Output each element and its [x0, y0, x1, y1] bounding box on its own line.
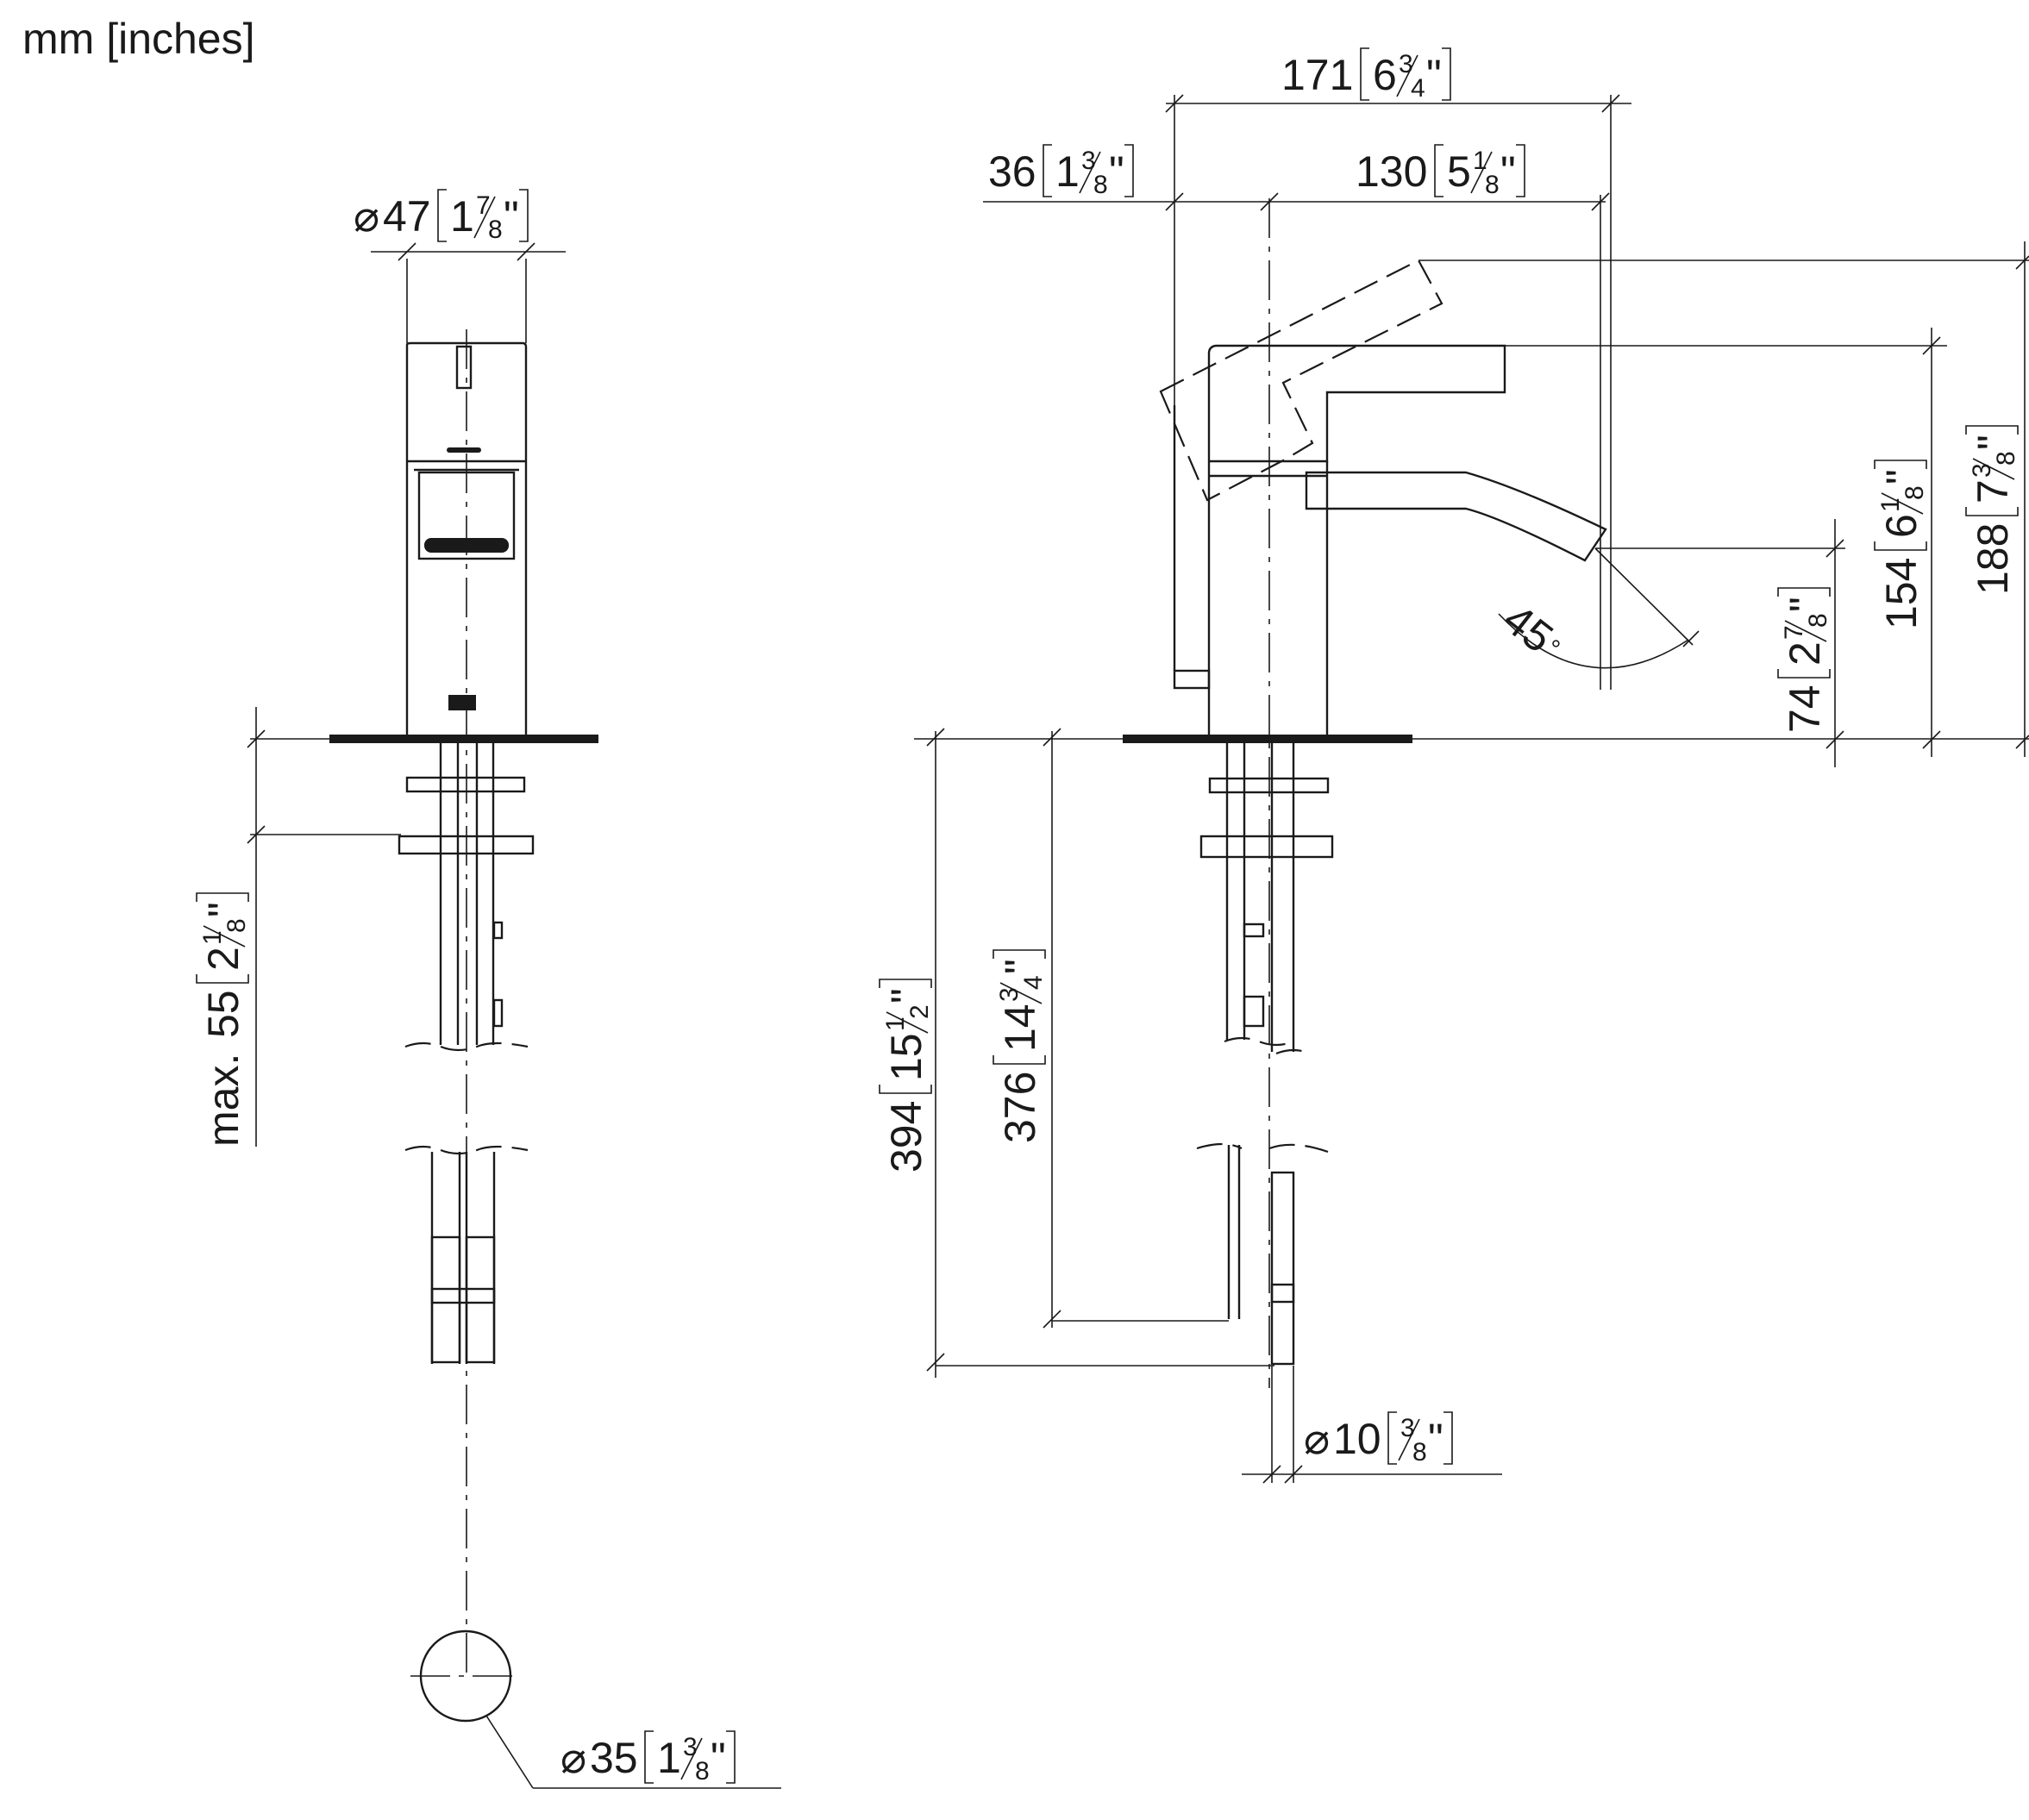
side-break-top-left [1224, 1036, 1294, 1047]
dim-inch-mark: " [504, 192, 519, 241]
angle-arc [1498, 613, 1689, 669]
dim-inch-denominator: 4 [1411, 74, 1425, 103]
front-break-bottom [404, 1145, 529, 1155]
dim-inch-mark: " [996, 959, 1044, 974]
dim-mm-value: 394 [882, 1101, 930, 1173]
dim-inch-denominator: 4 [1019, 975, 1048, 990]
dim-inch-whole: 2 [199, 947, 247, 971]
dim-inch-whole: 1 [450, 192, 474, 241]
dim-mm-value: 376 [996, 1072, 1044, 1143]
front-handle-slot [455, 345, 473, 390]
front-indicator [447, 447, 481, 453]
dim-inch-denominator: 8 [222, 918, 251, 933]
dim-inch-whole: 6 [1373, 51, 1397, 99]
dim-mm-value: 35 [590, 1734, 638, 1782]
side-lever-raised [1159, 259, 1443, 502]
dim-inch-whole: 2 [1781, 641, 1829, 666]
dim-inch-whole: 5 [1447, 147, 1471, 196]
side-body-lever [1207, 344, 1506, 737]
front-sensor [448, 695, 476, 710]
side-nut [1199, 835, 1334, 859]
dim-inch-denominator: 8 [1901, 485, 1929, 500]
dim-mm-value: 74 [1781, 685, 1829, 733]
dim-inch-whole: 14 [996, 1004, 1044, 1052]
dim-mm-value: 47 [383, 192, 431, 241]
dim-inch-whole: 1 [657, 1734, 681, 1782]
dim-mm-value: 188 [1969, 523, 2017, 595]
dim-prefix: max. [199, 1054, 247, 1147]
dim-inch-mark: " [1426, 51, 1442, 99]
front-clip-2 [492, 998, 504, 1028]
diameter-symbol: ⌀ [1304, 1415, 1330, 1463]
dim-inch-denominator: 8 [695, 1757, 710, 1786]
dim-mm-value: 10 [1333, 1415, 1381, 1463]
dim-inch-mark: " [711, 1734, 726, 1782]
dim-inch-mark: " [199, 902, 247, 917]
dim-inch-denominator: 8 [1992, 451, 2020, 466]
dim-mm-value: 36 [988, 147, 1036, 196]
dim-inch-whole: 15 [882, 1033, 930, 1081]
dim-inch-denominator: 8 [488, 216, 503, 244]
dim-inch-whole: 7 [1969, 479, 2017, 503]
units-label: mm [inches] [22, 15, 255, 63]
base-diameter-leader [485, 1715, 534, 1789]
front-fitting-right [465, 1235, 496, 1364]
dim-inch-denominator: 2 [905, 1004, 934, 1019]
front-view [247, 242, 781, 1789]
dim-inch-mark: " [1428, 1415, 1443, 1463]
dim-inch-denominator: 8 [1412, 1438, 1427, 1467]
side-break-bottom-left [1196, 1142, 1243, 1150]
dim-inch-mark: " [1969, 435, 2017, 450]
dim-inch-mark: " [1877, 469, 1926, 485]
dim-inch-denominator: 8 [1485, 171, 1500, 199]
front-clip-1 [492, 921, 504, 940]
dim-inch-whole: 1 [1055, 147, 1080, 196]
dim-inch-denominator: 8 [1093, 171, 1108, 199]
front-fitting-band [430, 1287, 496, 1304]
front-deck-plate [329, 735, 598, 743]
front-break-top [404, 1041, 529, 1052]
front-body [405, 341, 528, 739]
dim-mm-value: 55 [199, 990, 247, 1038]
dim-mm-value: 154 [1877, 558, 1926, 629]
side-button [1173, 669, 1211, 690]
dim-mm-value: 171 [1281, 51, 1353, 99]
dim-inch-mark: " [882, 988, 930, 1004]
dim-inch-whole: 6 [1877, 514, 1926, 538]
dim-mm-value: 130 [1356, 147, 1427, 196]
diameter-symbol: ⌀ [560, 1734, 586, 1782]
dim-inch-mark: " [1500, 147, 1516, 196]
side-lower-fitting [1270, 1171, 1295, 1366]
side-spout [1305, 471, 1607, 562]
side-break-top-right [1275, 1048, 1312, 1055]
side-view [914, 94, 2029, 1484]
front-washer [405, 776, 526, 793]
dim-inch-denominator: 8 [1804, 613, 1832, 628]
dim-inch-mark: " [1781, 597, 1829, 612]
diameter-symbol: ⌀ [354, 192, 379, 241]
front-fitting-left [430, 1235, 461, 1364]
dim-inch-mark: " [1109, 147, 1124, 196]
side-break-bottom-right [1268, 1143, 1329, 1154]
